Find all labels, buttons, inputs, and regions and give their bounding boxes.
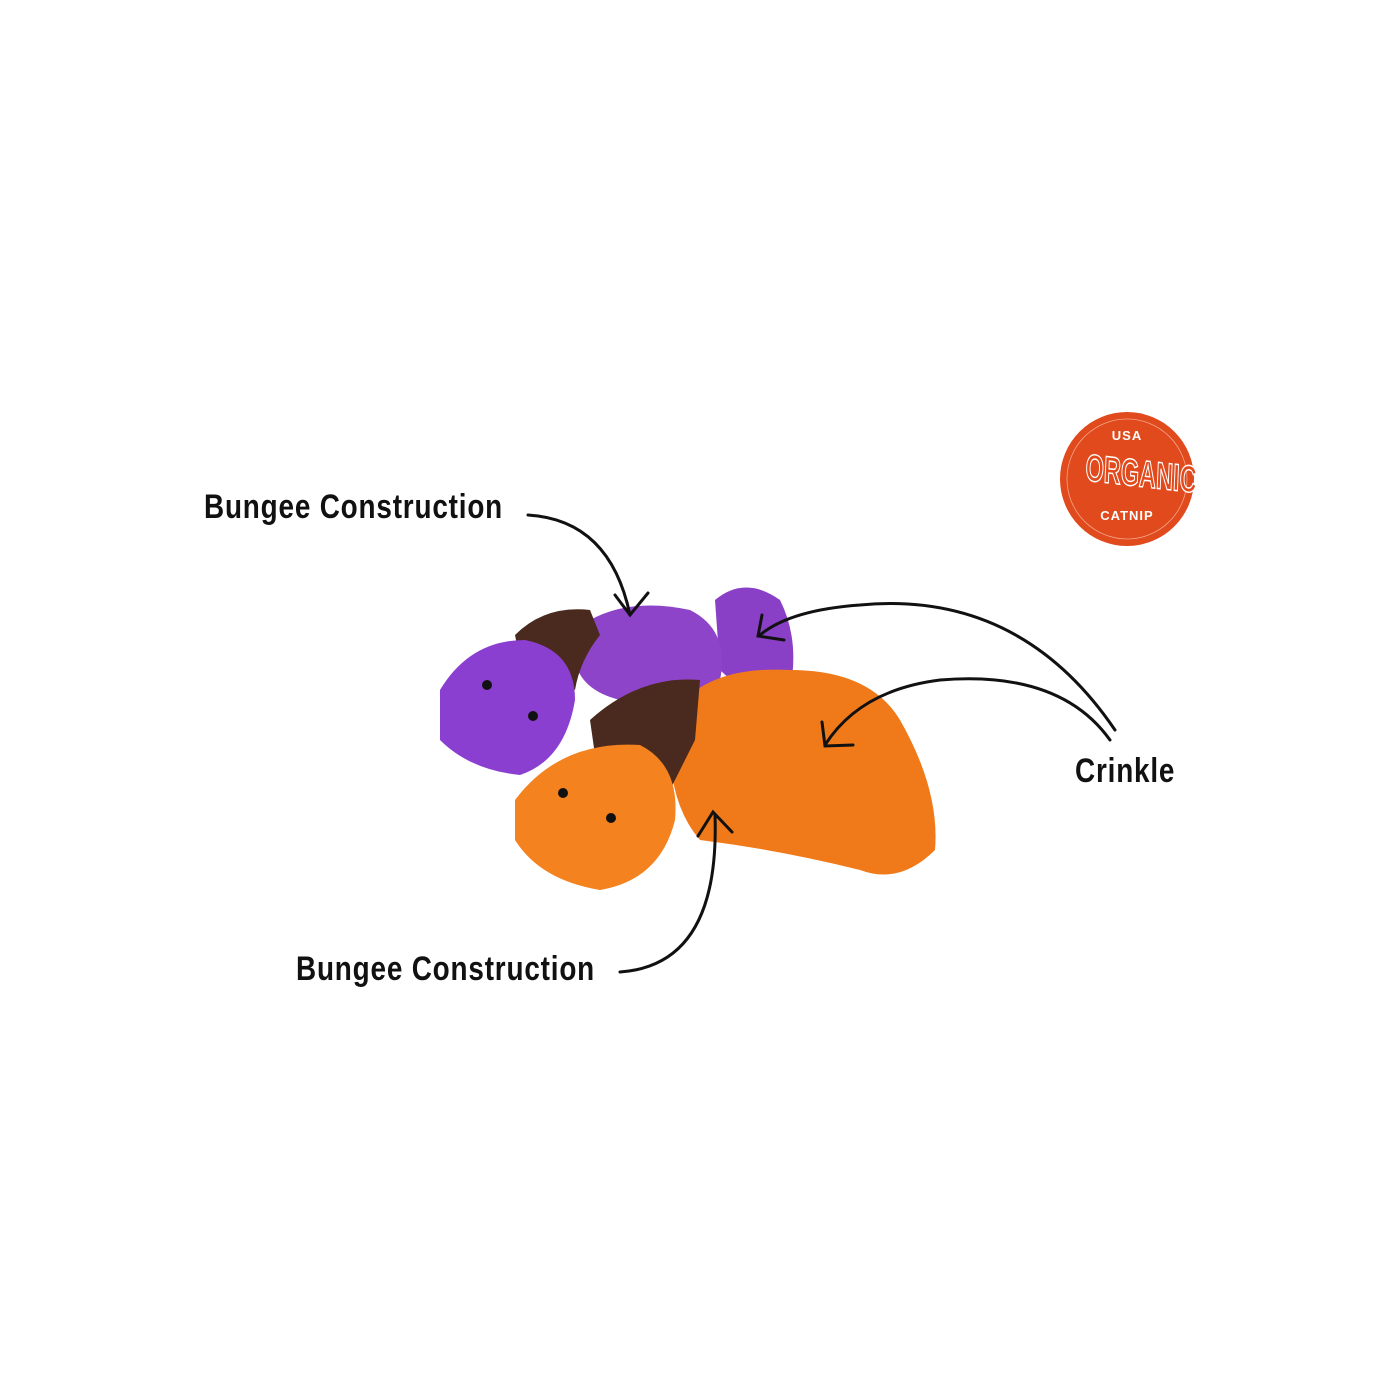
badge-text: USA ORGANIC CATNIP bbox=[1060, 412, 1198, 546]
callout-arrows bbox=[526, 513, 1117, 974]
arrow-bottom-left bbox=[618, 813, 717, 974]
badge-catnip: CATNIP bbox=[1100, 508, 1154, 523]
arrow-top-left bbox=[526, 513, 632, 617]
badge-organic: ORGANIC bbox=[1084, 447, 1198, 503]
organic-catnip-badge bbox=[1060, 412, 1194, 546]
arrow-crinkle-lower bbox=[823, 677, 1112, 747]
purple-toy bbox=[440, 587, 794, 775]
badge-usa: USA bbox=[1111, 428, 1143, 443]
callout-bungee-top: Bungee Construction bbox=[204, 488, 504, 526]
callout-crinkle: Crinkle bbox=[1075, 752, 1176, 790]
orange-toy bbox=[515, 669, 936, 890]
callout-bungee-bottom: Bungee Construction bbox=[296, 950, 596, 988]
arrow-crinkle-upper bbox=[758, 602, 1117, 732]
